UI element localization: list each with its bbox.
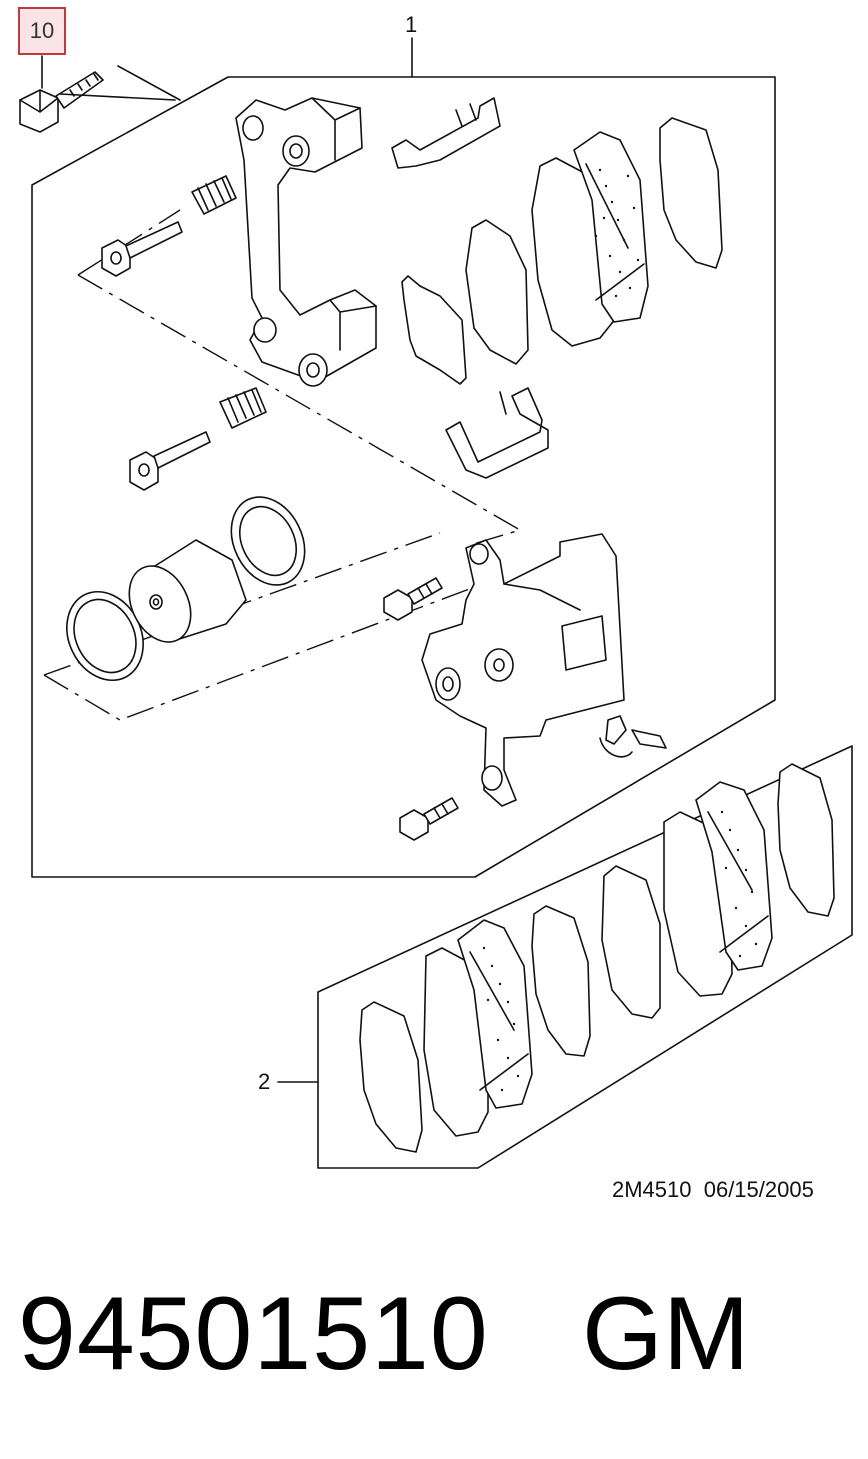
pad-clip-lower[interactable] [445,387,549,479]
caliper-bolt-lower[interactable] [399,797,459,841]
pad-set-pad-3[interactable] [663,781,773,997]
caliper-bolt-upper[interactable] [383,577,443,621]
caliper-body[interactable] [421,533,625,807]
callout-part-1[interactable]: 1 [405,12,418,37]
diagram-reference-code: 2M4510 06/15/2005 [612,1177,814,1202]
piston-seal-outer[interactable] [52,579,157,693]
friction-dots-outer [594,168,640,298]
callout-part-10-label: 10 [29,18,55,43]
guide-pin-upper[interactable] [101,175,237,277]
pad-set-pad-2[interactable] [601,865,661,1019]
piston[interactable] [117,539,247,652]
callout-part-10[interactable]: 10 [18,7,66,55]
pad-set-shim-3[interactable] [777,763,835,917]
pad-set-pad-1[interactable] [423,919,533,1137]
pad-clip-upper[interactable] [391,97,501,169]
leader-lines [41,37,413,1083]
brake-pad-friction-outer[interactable] [531,131,649,347]
bleeder-screw[interactable] [599,715,667,758]
part-number: 94501510 [18,1276,489,1392]
brake-pad-inner[interactable] [465,219,529,365]
caliper-assembly-box [31,65,776,878]
callout-part-2[interactable]: 2 [258,1069,271,1094]
brake-pad-shim-outer[interactable] [659,117,723,269]
brake-pad-shim-inner[interactable] [401,275,467,385]
friction-dots-pad-set [482,810,758,1092]
piston-seal-inner[interactable] [217,485,318,597]
pad-set-shim-2[interactable] [531,905,591,1057]
bolt-part-10[interactable] [19,71,176,133]
guide-pin-lower[interactable] [129,387,267,491]
caliper-bracket[interactable] [235,97,377,387]
brand-name: GM [582,1276,750,1392]
pad-set-box [317,745,853,1169]
pad-set-shim-1[interactable] [359,1001,423,1153]
